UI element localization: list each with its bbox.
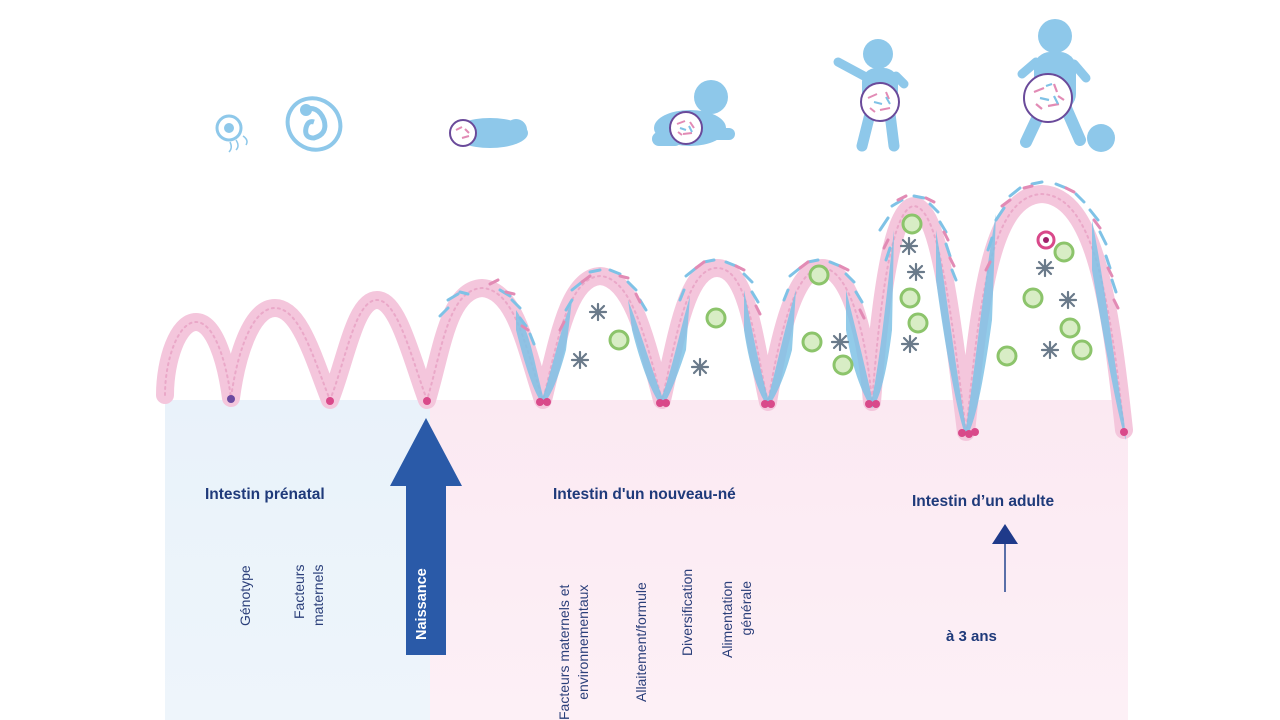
walking-child-icon xyxy=(1017,19,1115,152)
standing-toddler-icon xyxy=(833,39,909,152)
label-age: à 3 ans xyxy=(946,628,997,645)
label-general-diet: Alimentation générale xyxy=(718,581,756,658)
label-genotype-text: Génotype xyxy=(237,565,253,626)
immune-cells xyxy=(608,213,1093,376)
mucus-layer xyxy=(516,214,1126,440)
heading-newborn: Intestin d'un nouveau-né xyxy=(553,486,736,503)
label-genotype: Génotype xyxy=(236,565,255,626)
label-env-line1: Facteurs maternels et xyxy=(556,584,572,720)
newborn-icon xyxy=(449,118,528,148)
label-maternal-line1: Facteurs xyxy=(291,564,307,619)
label-diversification: Diversification xyxy=(678,569,697,656)
adult-arrow xyxy=(992,524,1018,592)
star-cells xyxy=(570,236,1078,377)
birth-arrow xyxy=(390,418,462,655)
label-feeding-text: Allaitement/formule xyxy=(633,582,649,702)
label-env-factors: Facteurs maternels et environnementaux xyxy=(555,585,593,720)
label-birth: Naissance xyxy=(414,568,430,640)
label-env-line2: environnementaux xyxy=(575,584,591,700)
label-maternal-line2: maternels xyxy=(310,564,326,626)
crypt-cells xyxy=(227,395,1128,438)
label-diversification-text: Diversification xyxy=(679,568,695,656)
immune-cell-nucleus xyxy=(1043,237,1049,243)
embryo-icon xyxy=(285,96,343,152)
label-maternal-factors: Facteurs maternels xyxy=(290,565,328,626)
label-feeding: Allaitement/formule xyxy=(632,582,651,702)
heading-adult: Intestin d’un adulte xyxy=(912,493,1055,510)
heading-prenatal: Intestin prénatal xyxy=(205,486,325,503)
label-general-line1: Alimentation xyxy=(719,580,735,658)
cell-icon xyxy=(215,114,248,153)
crawling-baby-icon xyxy=(652,80,735,146)
newborn-panel xyxy=(430,400,1128,720)
microbiota xyxy=(438,180,1120,346)
prenatal-panel xyxy=(165,400,430,720)
label-general-line2: générale xyxy=(738,580,754,636)
villi-wall xyxy=(156,185,1133,441)
